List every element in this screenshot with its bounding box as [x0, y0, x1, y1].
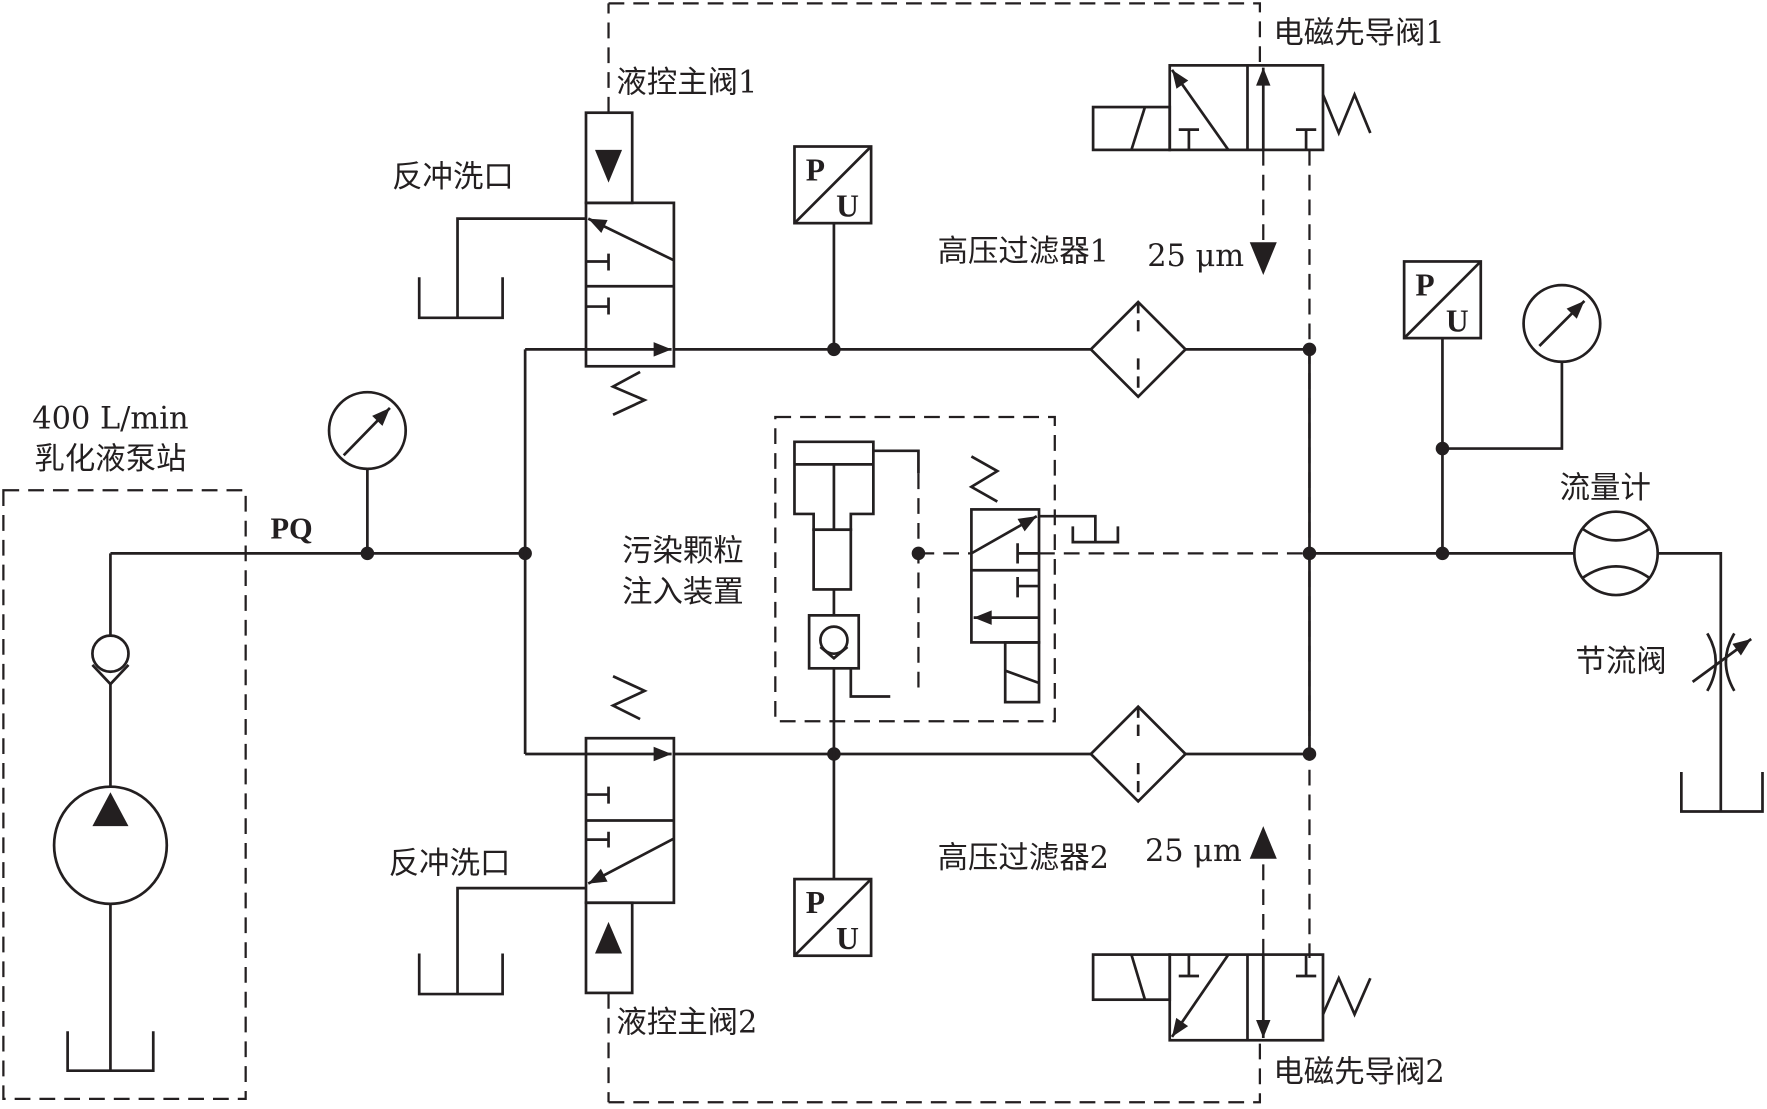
- throttle-label: 节流阀: [1575, 645, 1666, 680]
- filter-1-label: 高压过滤器1: [938, 234, 1109, 269]
- tank-icon: [1071, 526, 1120, 544]
- pressure-gauge-icon: [327, 390, 408, 471]
- pilot-line-top: [608, 2, 1262, 68]
- pump-station: 400 L/min 乳化液泵站: [2, 401, 247, 1100]
- backflush-port-2-label: 反冲洗口: [389, 846, 511, 881]
- flowmeter-label: 流量计: [1560, 471, 1651, 506]
- pq-label: PQ: [270, 512, 312, 546]
- pilot-valve-1: [1091, 64, 1372, 152]
- svg-text:U: U: [836, 188, 859, 223]
- main-valve-2-label: 液控主阀2: [616, 1005, 757, 1040]
- spring-icon: [1321, 974, 1372, 1018]
- tank-icon: [417, 277, 504, 320]
- throttle-valve-icon: [1691, 632, 1753, 692]
- pilot-valve-2: [1091, 953, 1372, 1042]
- pilot-valve-1-label: 电磁先导阀1: [1273, 16, 1444, 51]
- check-valve-icon: [91, 634, 130, 687]
- pump-station-boundary: [2, 489, 247, 1100]
- pressure-transducer-icon: P U: [1402, 260, 1483, 340]
- solenoid-icon: [1091, 953, 1172, 1002]
- spring-icon: [609, 674, 648, 721]
- flowmeter-icon: [1572, 510, 1660, 597]
- pump-flow-label: 400 L/min: [32, 401, 188, 436]
- pressure-gauge-icon: [1522, 283, 1602, 364]
- backflush-port-1-label: 反冲洗口: [392, 160, 514, 195]
- junction: [1435, 546, 1450, 561]
- pressure-transducer-icon: P U: [793, 877, 873, 958]
- solenoid-icon: [1091, 105, 1172, 152]
- main-valve-1: [584, 111, 676, 416]
- spring-icon: [1321, 91, 1372, 137]
- pilot-arrow-icon: [595, 149, 623, 183]
- pilot-arrow-icon: [595, 921, 623, 954]
- tank-icon: [1680, 772, 1764, 813]
- spring-icon: [609, 370, 648, 416]
- filter-1-rating: 25 μm: [1147, 239, 1244, 274]
- filter-icon: [1088, 704, 1188, 804]
- junction: [360, 546, 375, 561]
- injector-label-line2: 注入装置: [622, 575, 744, 610]
- pump-station-label: 乳化液泵站: [34, 442, 186, 477]
- check-valve-icon: [807, 614, 861, 670]
- svg-text:P: P: [806, 152, 825, 187]
- svg-text:P: P: [1415, 267, 1434, 302]
- svg-text:P: P: [806, 885, 825, 920]
- main-valve-1-label: 液控主阀1: [616, 65, 757, 100]
- main-valve-2: [584, 674, 676, 995]
- filter-2-label: 高压过滤器2: [938, 841, 1109, 876]
- svg-text:U: U: [836, 921, 859, 956]
- tank-icon: [417, 953, 504, 996]
- injector-label-line1: 污染颗粒: [622, 534, 744, 569]
- pilot-arrow-icon: [1249, 242, 1277, 275]
- pilot-valve-2-label: 电磁先导阀2: [1273, 1055, 1444, 1090]
- solenoid-icon: [1003, 641, 1041, 704]
- pilot-line-bottom: [608, 1036, 1262, 1104]
- svg-text:U: U: [1446, 303, 1469, 338]
- spring-icon: [968, 455, 1000, 503]
- filter-icon: [1088, 300, 1188, 399]
- pilot-arrow-icon: [1249, 826, 1277, 859]
- tank-icon: [66, 1031, 155, 1073]
- contaminant-injector: [774, 415, 1310, 754]
- hydraulic-pump-icon: [52, 785, 169, 906]
- filter-2-rating: 25 μm: [1145, 834, 1242, 869]
- pressure-transducer-icon: P U: [793, 145, 873, 225]
- injector-boundary: [774, 415, 1056, 723]
